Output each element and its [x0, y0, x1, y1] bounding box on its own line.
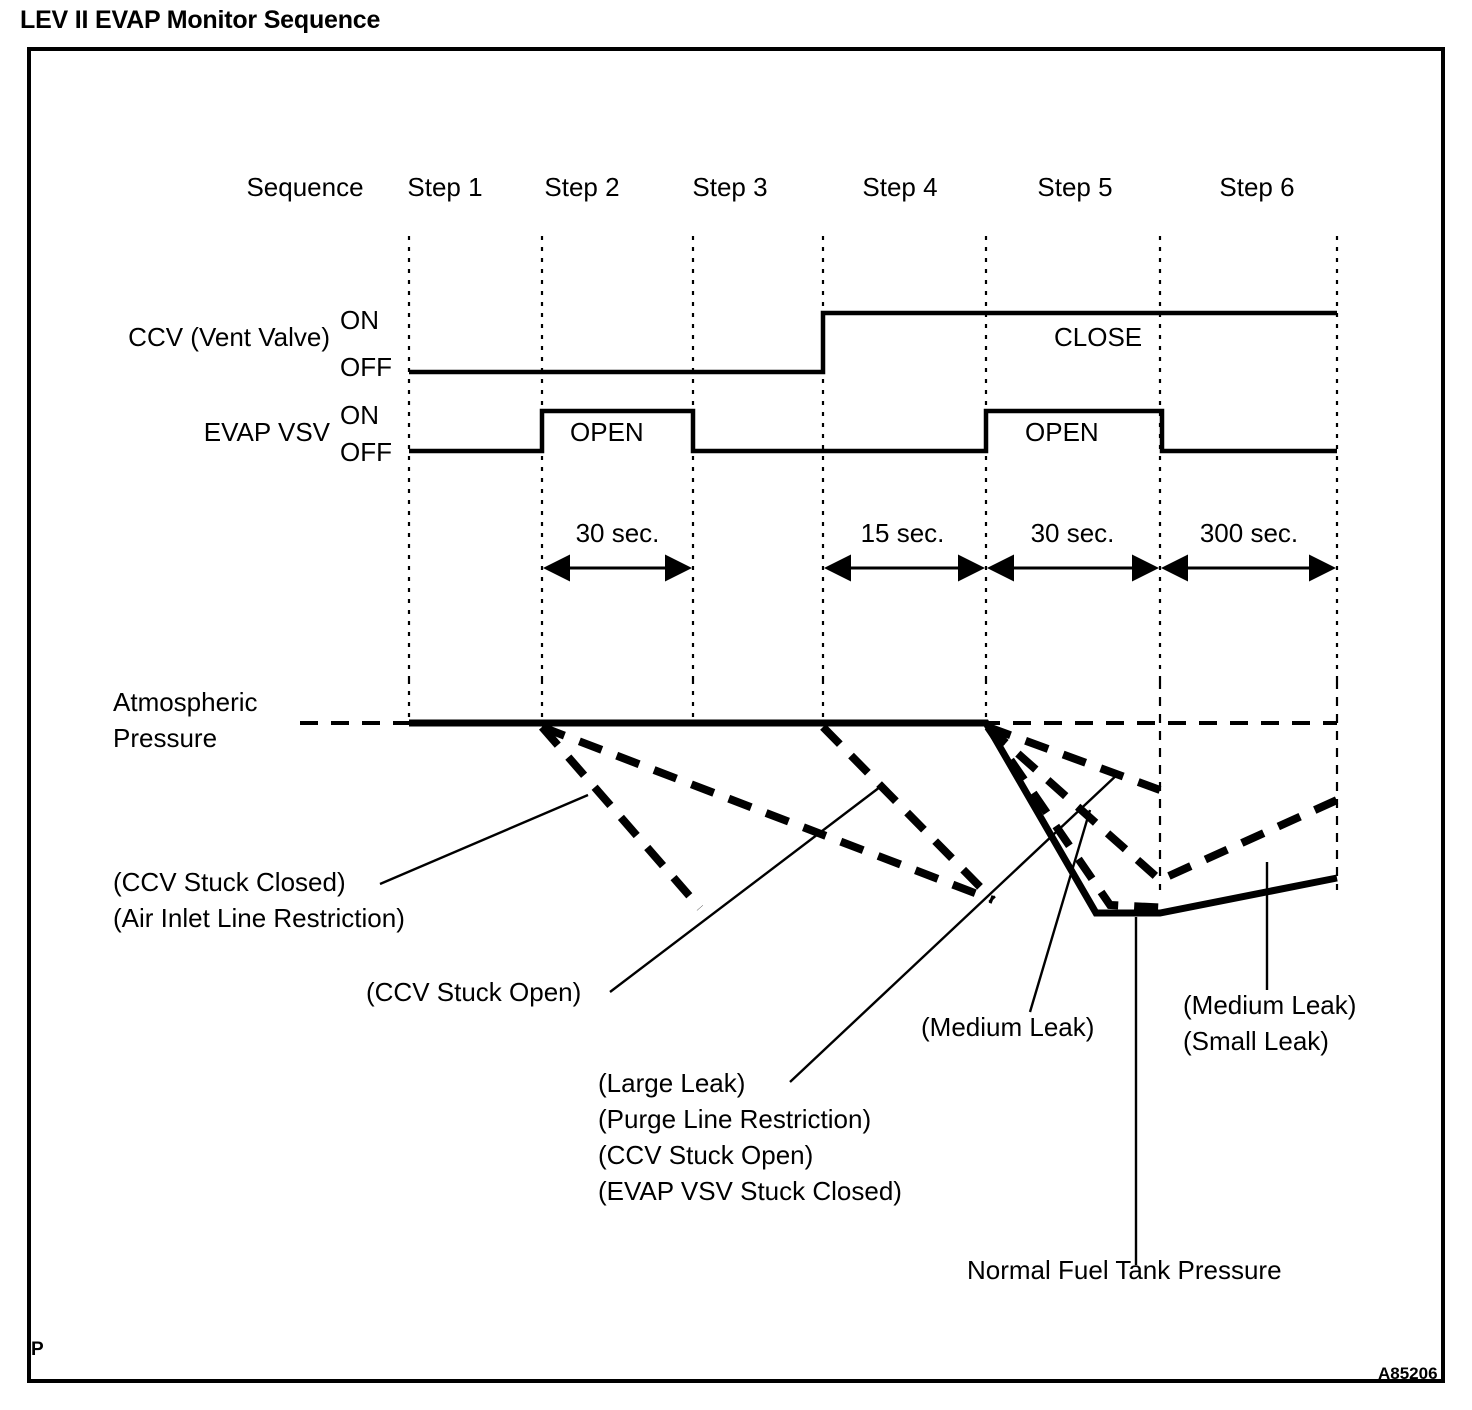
step-header-6: Step 6 — [1219, 172, 1295, 202]
fault-curve-ccv-stuck-closed — [538, 724, 704, 911]
duration-label-step6: 300 sec. — [1199, 518, 1299, 548]
corner-mark-left: P — [31, 1339, 44, 1360]
ccv-state-off: OFF — [340, 352, 392, 382]
corner-figure-code: A85206 — [1378, 1364, 1438, 1383]
fault-curve-lower-fan — [984, 724, 1171, 912]
fault-curve-medium-leak-upper — [986, 723, 1162, 794]
page-title: LEV II EVAP Monitor Sequence — [20, 6, 381, 34]
leader-lines — [379, 771, 1269, 1265]
signal-name-evap-vsv: EVAP VSV — [203, 417, 330, 447]
step-header-4: Step 4 — [862, 172, 938, 202]
duration-label-step5: 30 sec. — [1030, 518, 1115, 548]
evap-annotation-open-1: OPEN — [570, 417, 644, 447]
ccv-annotation-close: CLOSE — [1054, 322, 1143, 352]
annotation-ccv-stuck-open-2: (CCV Stuck Open) — [598, 1140, 814, 1170]
evap-annotation-open-2: OPEN — [1025, 417, 1099, 447]
duration-label-step2: 30 sec. — [575, 518, 660, 548]
step-header-3: Step 3 — [692, 172, 768, 202]
sequence-row-label: Sequence — [246, 172, 364, 202]
annotation-large-leak: (Large Leak) — [598, 1068, 746, 1098]
diagram-frame — [27, 47, 1445, 1383]
duration-label-step4: 15 sec. — [860, 518, 945, 548]
ccv-waveform — [409, 310, 1337, 375]
fault-curve-ccv-stuck-open — [540, 723, 995, 904]
atmospheric-pressure-label-line2: Pressure — [113, 723, 218, 753]
evap-vsv-waveform — [409, 408, 1337, 454]
annotation-medium-leak: (Medium Leak) — [921, 1012, 1095, 1042]
step-gridlines-lower — [407, 680, 1339, 890]
annotation-small-leak: (Small Leak) — [1183, 1026, 1329, 1056]
step-header-5: Step 5 — [1037, 172, 1113, 202]
atmospheric-pressure-label-line1: Atmospheric — [113, 687, 258, 717]
annotation-purge-line-restriction: (Purge Line Restriction) — [598, 1104, 872, 1134]
step-header-2: Step 2 — [544, 172, 620, 202]
annotation-evap-vsv-stuck-closed: (EVAP VSV Stuck Closed) — [598, 1176, 902, 1206]
normal-fuel-tank-pressure-curve — [409, 719, 1338, 917]
evap-state-off: OFF — [340, 437, 392, 467]
ccv-state-on: ON — [340, 305, 379, 335]
evap-state-on: ON — [340, 400, 379, 430]
fault-curve-large-leak — [820, 724, 996, 903]
annotation-normal-fuel-tank-pressure: Normal Fuel Tank Pressure — [967, 1255, 1282, 1285]
annotation-ccv-stuck-closed: (CCV Stuck Closed) — [113, 867, 346, 897]
annotation-medium-leak-2: (Medium Leak) — [1183, 990, 1357, 1020]
step-gridlines-upper — [407, 236, 1339, 680]
step-header-1: Step 1 — [407, 172, 483, 202]
annotation-air-inlet-line-restriction: (Air Inlet Line Restriction) — [113, 903, 405, 933]
annotation-ccv-stuck-open: (CCV Stuck Open) — [366, 977, 582, 1007]
signal-name-ccv: CCV (Vent Valve) — [128, 322, 330, 352]
